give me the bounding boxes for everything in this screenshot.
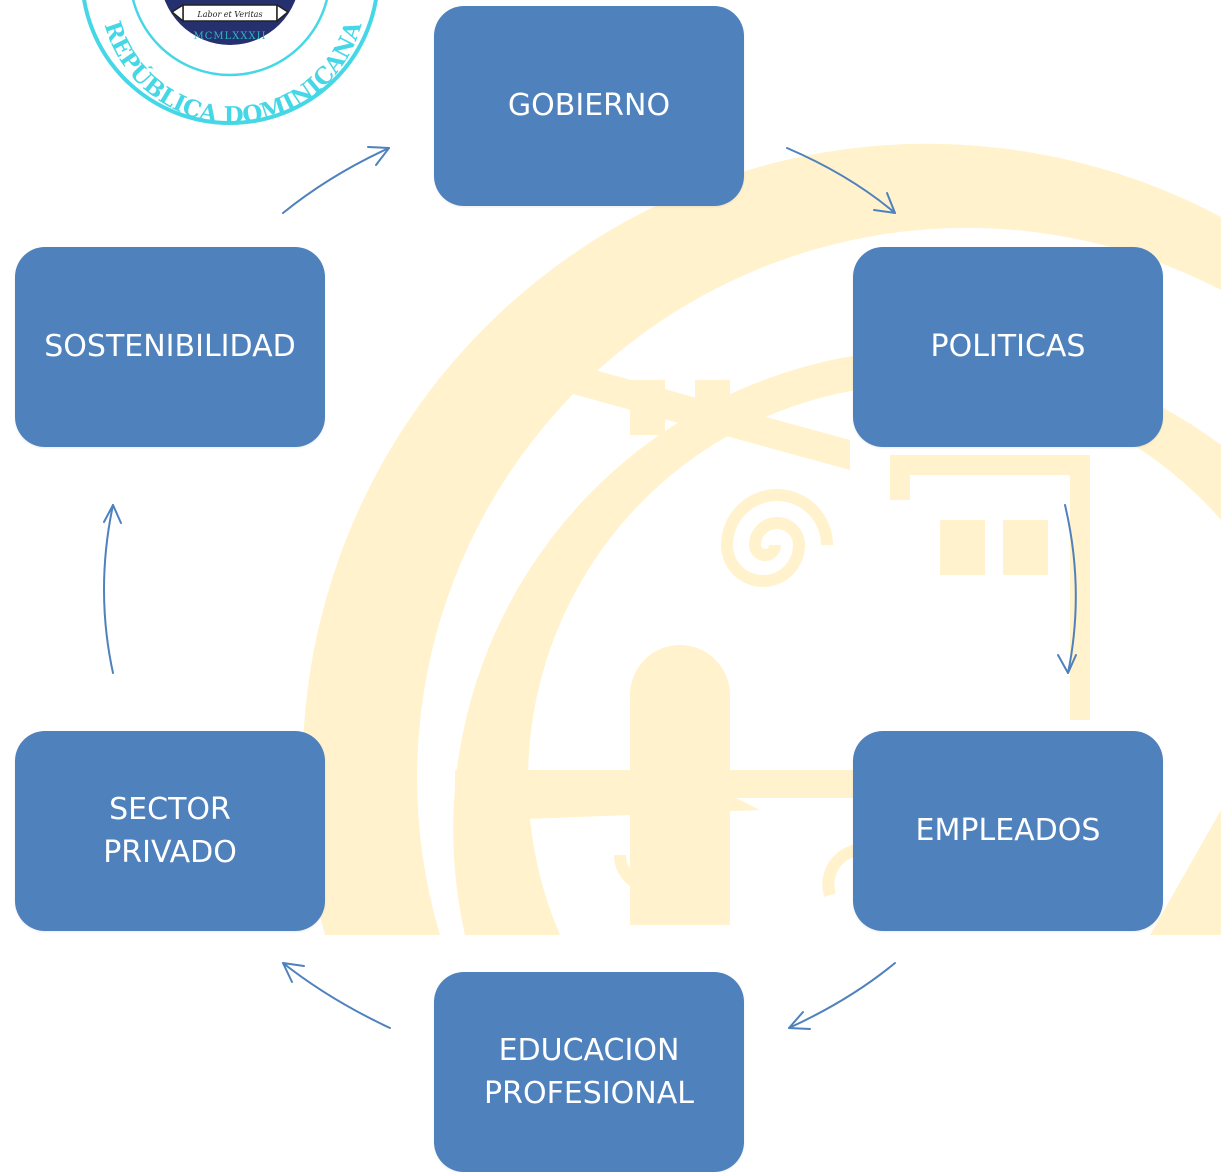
watermark-building-frame — [890, 455, 1090, 720]
node-sector-privado: SECTOR PRIVADO — [15, 731, 325, 931]
arrow-educacion-to-sector — [282, 962, 391, 1029]
arrow-sostenibilidad-to-gobierno — [282, 146, 390, 214]
watermark-column-4 — [1003, 520, 1048, 575]
watermark-column-2 — [695, 380, 730, 435]
watermark-spiral-upper — [720, 489, 833, 587]
arrow-sector-to-sostenibilidad — [103, 504, 122, 674]
cycle-arrows — [103, 146, 1077, 1030]
watermark-inner-ring — [453, 349, 1221, 936]
node-empleados-label: EMPLEADOS — [915, 813, 1101, 849]
watermark-column-1 — [630, 380, 665, 435]
watermark-ring — [302, 143, 1221, 935]
arrow-empleados-to-educacion — [788, 962, 896, 1030]
arrow-gobierno-to-politicas — [786, 147, 896, 214]
node-gobierno-label: GOBIERNO — [507, 88, 671, 124]
node-politicas: POLITICAS — [853, 247, 1163, 447]
node-gobierno: GOBIERNO — [434, 6, 744, 206]
seal-emblem: Labor et Veritas MCMLXXXII REPÚBLICA DOM… — [82, 0, 378, 129]
watermark-scroll-band-left — [500, 380, 540, 410]
watermark-column-3 — [940, 520, 985, 575]
watermark-spiral-lower — [614, 829, 691, 893]
seal-year: MCMLXXXII — [193, 31, 266, 42]
node-educacion-profesional-label: EDUCACION PROFESIONAL — [484, 1032, 694, 1112]
node-sector-privado-label: SECTOR PRIVADO — [103, 791, 237, 871]
seal-motto: Labor et Veritas — [196, 10, 262, 19]
arrow-politicas-to-empleados — [1057, 504, 1077, 674]
watermark-ground-curve — [480, 790, 760, 820]
node-educacion-profesional: EDUCACION PROFESIONAL — [434, 972, 744, 1172]
node-politicas-label: POLITICAS — [930, 329, 1086, 365]
node-empleados: EMPLEADOS — [853, 731, 1163, 931]
watermark-right-ring — [1150, 810, 1221, 935]
node-sostenibilidad-label: SOSTENIBILIDAD — [44, 329, 296, 365]
node-sostenibilidad: SOSTENIBILIDAD — [15, 247, 325, 447]
